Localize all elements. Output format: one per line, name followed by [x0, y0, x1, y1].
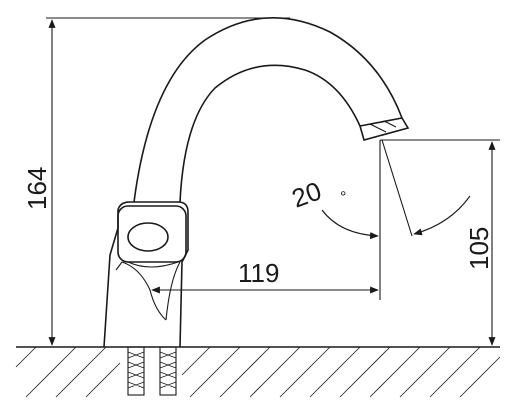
dimension-swivel-angle: 20 ° — [288, 139, 471, 240]
faucet-handle — [117, 205, 187, 268]
faucet-body — [103, 201, 189, 348]
label-swivel-angle: 20 — [288, 176, 325, 214]
supply-hoses — [127, 346, 177, 396]
faucet-spout — [133, 17, 410, 203]
countertop-hatching — [15, 346, 501, 398]
countertop — [15, 346, 501, 398]
dimension-total-height: 164 — [22, 17, 290, 348]
dimension-spout-height: 105 — [380, 139, 500, 346]
label-total-height: 164 — [22, 167, 52, 210]
label-angle-unit: ° — [340, 189, 346, 206]
label-spout-reach: 119 — [238, 258, 279, 288]
dimension-spout-reach: 119 — [151, 140, 381, 300]
label-spout-height: 105 — [464, 227, 494, 270]
